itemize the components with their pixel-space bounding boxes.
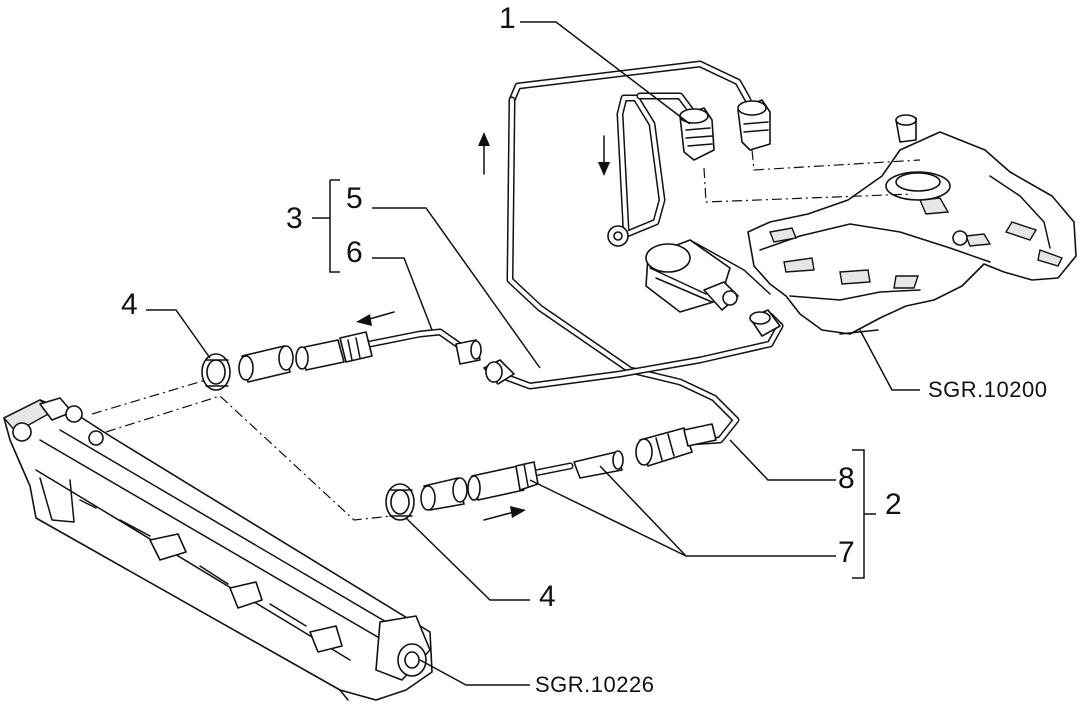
callout-1: 1 [499,2,516,35]
pipe-1-supply-return [506,60,752,446]
hose-clamp-top [201,353,231,391]
hose-sleeve-bottom [420,477,468,511]
connector-8 [635,423,717,467]
assembly-centre-lines [91,149,921,521]
hose-clamp-bottom [385,483,415,521]
eyelet-fitting [607,225,629,247]
flow-arrow-left [356,311,395,326]
callout-2: 2 [885,488,902,521]
fuel-tank [747,114,1077,335]
callout-3: 3 [286,202,303,235]
callout-7: 7 [838,536,855,569]
leader-lines [146,21,920,686]
quick-connector-pair [679,99,771,161]
pipe-5 [488,312,784,390]
connector-tank-side [749,309,781,337]
callout-5: 5 [346,182,363,215]
callout-4-bottom: 4 [539,580,556,613]
fuel-filter [645,239,771,313]
reference-tank: SGR.10200 [928,377,1047,402]
callout-4-top: 4 [121,288,138,321]
callout-8: 8 [838,462,855,495]
flow-arrow-right [483,506,526,521]
hose-assembly-7 [467,450,624,501]
hose-assembly-6 [295,331,482,371]
reference-fuel-rail: SGR.10226 [535,672,654,697]
hose-sleeve-top [238,345,294,383]
pipe-6 [356,328,464,350]
connector-pipe-5-end [483,359,515,385]
flow-arrow-up [478,132,490,175]
callout-6: 6 [346,236,363,269]
flow-arrow-down [598,135,610,176]
fuel-rail [2,397,433,701]
